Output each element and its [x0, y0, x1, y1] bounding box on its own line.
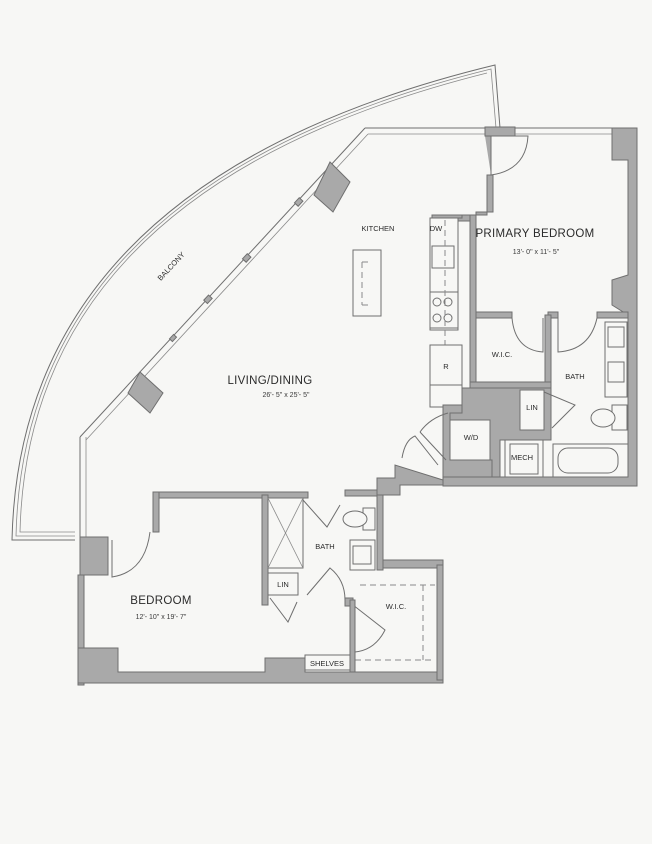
room-labels: BALCONY KITCHEN LIVING/DINING 26'- 5" x … — [130, 224, 594, 668]
bedroom-wing-walls — [77, 489, 444, 686]
living-dining-dimensions: 26'- 5" x 25'- 5" — [263, 392, 310, 399]
balcony-rail — [11, 64, 501, 541]
primary-bath-label: BATH — [565, 372, 584, 381]
primary-bedroom-dimensions: 13'- 0" x 11'- 5" — [513, 249, 560, 256]
living-dining-label: LIVING/DINING — [227, 375, 312, 387]
wic-2-label: W.I.C. — [386, 602, 406, 611]
kitchen-fixtures — [352, 214, 463, 408]
bedroom-label: BEDROOM — [130, 595, 192, 607]
primary-wic-label: W.I.C. — [492, 350, 512, 359]
exterior-walls — [79, 126, 638, 576]
dishwasher-label: DW — [430, 224, 443, 233]
primary-bedroom-label: PRIMARY BEDROOM — [475, 228, 594, 240]
bedroom-dimensions: 12'- 10" x 19'- 7" — [136, 614, 187, 621]
primary-suite-walls — [442, 135, 629, 478]
washer-dryer-label: W/D — [464, 433, 479, 442]
kitchen-label: KITCHEN — [362, 224, 395, 233]
entry-walls — [376, 404, 493, 561]
primary-lin-label: LIN — [526, 403, 538, 412]
mech-label: MECH — [511, 453, 533, 462]
bath-2-label: BATH — [315, 542, 334, 551]
lin-2-label: LIN — [277, 580, 289, 589]
refrigerator-label: R — [443, 362, 449, 371]
shelves-label: SHELVES — [310, 659, 344, 668]
primary-bath-fixtures — [552, 321, 629, 478]
balcony-label: BALCONY — [156, 250, 187, 282]
